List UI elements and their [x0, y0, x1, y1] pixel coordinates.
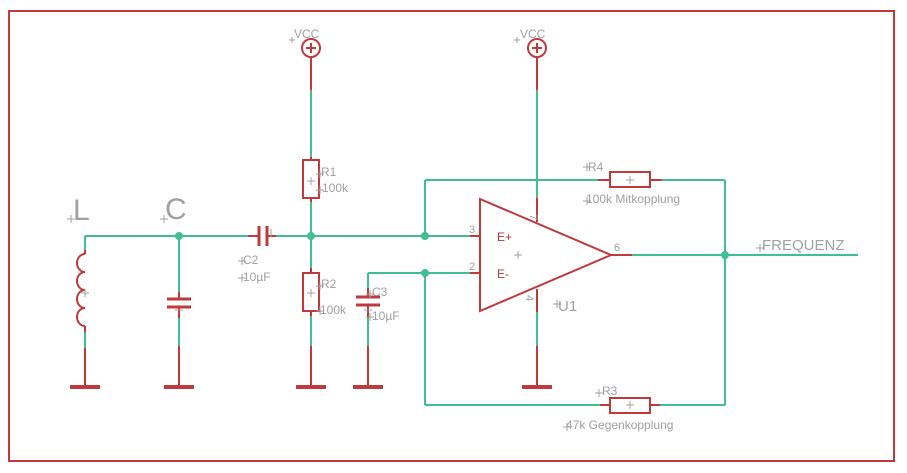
vcc-label-right: VCC — [520, 27, 546, 41]
sheet-frame — [8, 10, 895, 462]
capacitor-c: C — [160, 193, 191, 318]
capacitor-c3: C3 10µF — [356, 285, 400, 323]
inductor-l: L — [67, 194, 90, 332]
resistor-r2: R2 100k — [302, 268, 347, 317]
opamp-pin-3: 3 — [469, 224, 475, 236]
opamp-pin-4: 4 — [523, 295, 535, 301]
opamp-pin-2: 2 — [469, 261, 475, 273]
c3-name-label: C3 — [372, 285, 388, 299]
ground-symbols — [70, 346, 552, 389]
opamp-pin-7: 7 — [527, 214, 539, 220]
r3-name-label: R3 — [602, 384, 618, 398]
opamp-u1: E+ E- 3 2 6 7 4 U1 — [469, 197, 632, 315]
r4-name-label: R4 — [588, 160, 604, 174]
c3-value-label: 10µF — [372, 309, 400, 323]
opamp-name-label: U1 — [558, 298, 577, 315]
r1-name-label: R1 — [321, 165, 337, 179]
junction-dots — [175, 232, 729, 277]
r3-value-label: 47k Gegenkopplung — [566, 418, 673, 432]
resistor-r1: R1 100k — [302, 157, 349, 202]
opamp-noninverting-label: E+ — [497, 230, 512, 244]
capacitor-c2: C2 10µF — [238, 226, 276, 284]
resistor-r3: R3 47k Gegenkopplung — [563, 384, 673, 432]
resistor-r4: R4 100k Mitkopplung — [583, 160, 680, 206]
c2-value-label: 10µF — [243, 270, 271, 284]
c2-name-label: C2 — [243, 253, 259, 267]
vcc-symbol-left: VCC — [289, 27, 321, 90]
output-net: FREQUENZ — [756, 237, 845, 254]
r4-value-label: 100k Mitkopplung — [586, 192, 680, 206]
capacitor-c-label: C — [165, 193, 187, 226]
output-net-label: FREQUENZ — [762, 237, 845, 254]
opamp-pin-6: 6 — [614, 242, 620, 254]
r2-name-label: R2 — [321, 277, 337, 291]
vcc-symbol-right: VCC — [514, 27, 547, 90]
vcc-label-left: VCC — [294, 27, 320, 41]
inductor-label: L — [73, 194, 90, 227]
opamp-inverting-label: E- — [497, 267, 509, 281]
r2-value-label: 100k — [320, 303, 347, 317]
r1-value-label: 100k — [322, 181, 349, 195]
